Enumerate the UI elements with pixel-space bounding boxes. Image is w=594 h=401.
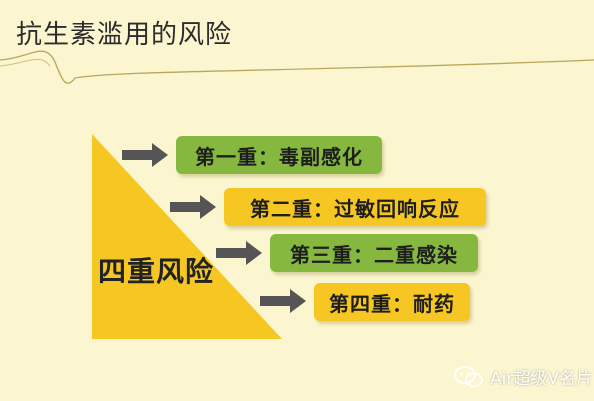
risk-level-3: 第三重：二重感染 [270,234,478,272]
wechat-icon [454,365,483,387]
risk-triangle [92,134,282,339]
risk-level-1: 第一重：毒副感化 [176,136,382,174]
arrow-icon [216,241,262,265]
watermark: Air超级V名片 [454,364,593,389]
arrow-icon [260,289,306,313]
risk-level-4: 第四重：耐药 [314,283,470,321]
arrow-icon [122,143,168,167]
page-title: 抗生素滥用的风险 [16,20,233,50]
risk-level-2: 第二重：过敏回响反应 [224,188,486,226]
arrow-icon [170,195,216,219]
triangle-label: 四重风险 [98,255,215,288]
decorative-wave-line [0,50,594,84]
watermark-text: Air超级V名片 [490,369,593,389]
decorative-wave-line-2 [0,58,51,67]
